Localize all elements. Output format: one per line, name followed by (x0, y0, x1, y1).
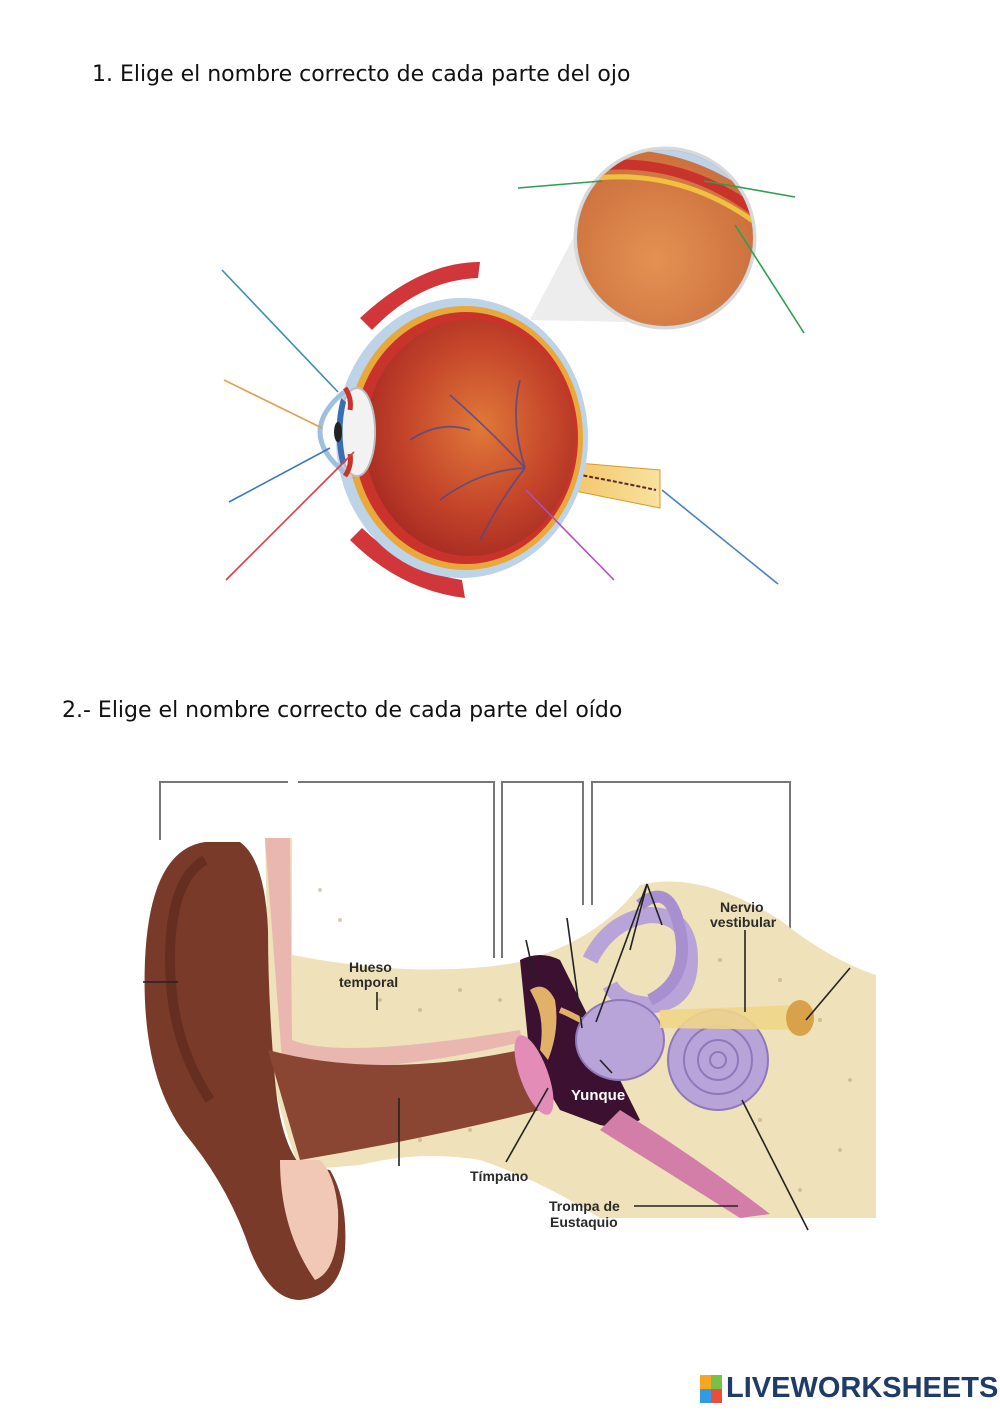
ear-canal (268, 1050, 540, 1160)
label-nervio-1: Nervio (720, 899, 764, 915)
brand-name: LIVEWORKSHEETS (726, 1372, 999, 1404)
temporal-bone (265, 838, 876, 1218)
upper-muscle (360, 262, 480, 330)
label-timpano: Tímpano (470, 1168, 528, 1184)
tympanic-membrane (514, 1035, 554, 1115)
question-2-title: 2.- Elige el nombre correcto de cada par… (62, 698, 623, 723)
label-yunque: Yunque (571, 1087, 625, 1104)
cornea (317, 390, 346, 474)
eye-diagram (221, 146, 805, 598)
question-1-title: 1. Elige el nombre correcto de cada part… (92, 62, 631, 87)
liveworksheets-logo-icon (700, 1374, 722, 1403)
label-hueso-1: Hueso (349, 959, 392, 975)
label-hueso-2: temporal (339, 974, 398, 990)
eustachian-tube (600, 1110, 770, 1218)
middle-ear-cavity (520, 955, 640, 1127)
auricle (144, 842, 346, 1300)
ear-pointer-lines (143, 883, 851, 1231)
vestibular-nerve (660, 1005, 800, 1030)
inner-ear (575, 890, 769, 1111)
label-nervio-2: vestibular (710, 914, 777, 930)
ossicles (530, 986, 557, 1060)
ear-brackets (159, 781, 791, 958)
liveworksheets-footer: LIVEWORKSHEETS (700, 1372, 998, 1405)
label-trompa-2: Eustaquio (550, 1214, 618, 1230)
label-trompa-1: Trompa de (549, 1198, 620, 1214)
eye-pointer-lines (221, 180, 805, 585)
